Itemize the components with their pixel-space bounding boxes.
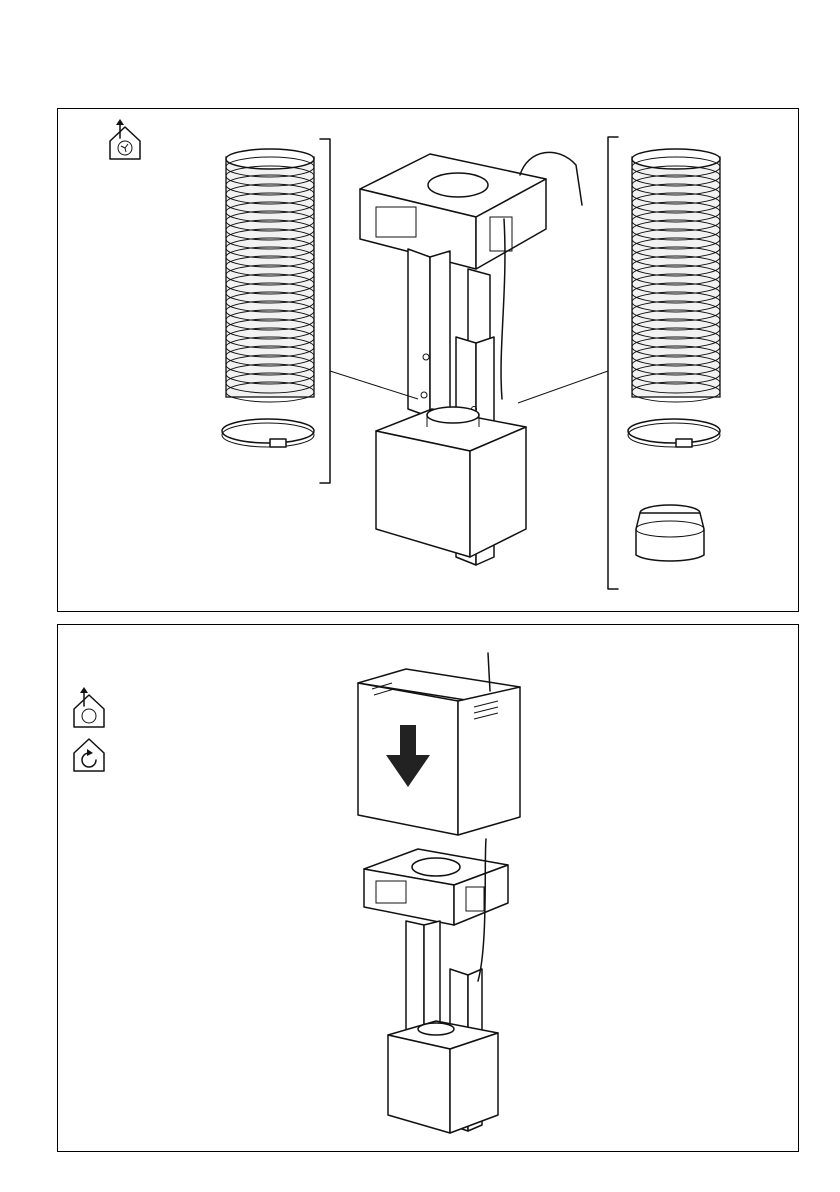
hose-clamp-left [222, 419, 314, 447]
ducted-extraction-icon [74, 687, 104, 727]
flexible-duct-left [226, 149, 314, 402]
flexible-duct-right [632, 149, 720, 402]
chimney-cover [358, 669, 520, 835]
panel-ducting-installation [57, 108, 799, 612]
duct-reducer [636, 505, 704, 561]
motor-housing [388, 1021, 498, 1133]
leader-line-left [330, 371, 418, 399]
motor-housing [376, 407, 526, 557]
chimney-bracket-top [360, 154, 546, 269]
ducting-diagram [58, 109, 800, 613]
left-bracket-line [320, 139, 330, 483]
leader-line-right [518, 371, 608, 403]
panel-chimney-cover-installation [57, 624, 799, 1152]
ducted-extraction-icon [110, 119, 140, 159]
chimney-cover-diagram [58, 625, 800, 1153]
recirculation-icon [74, 739, 104, 771]
chimney-bracket [364, 849, 508, 925]
right-bracket-line [608, 137, 618, 589]
hose-clamp-right [628, 419, 720, 447]
